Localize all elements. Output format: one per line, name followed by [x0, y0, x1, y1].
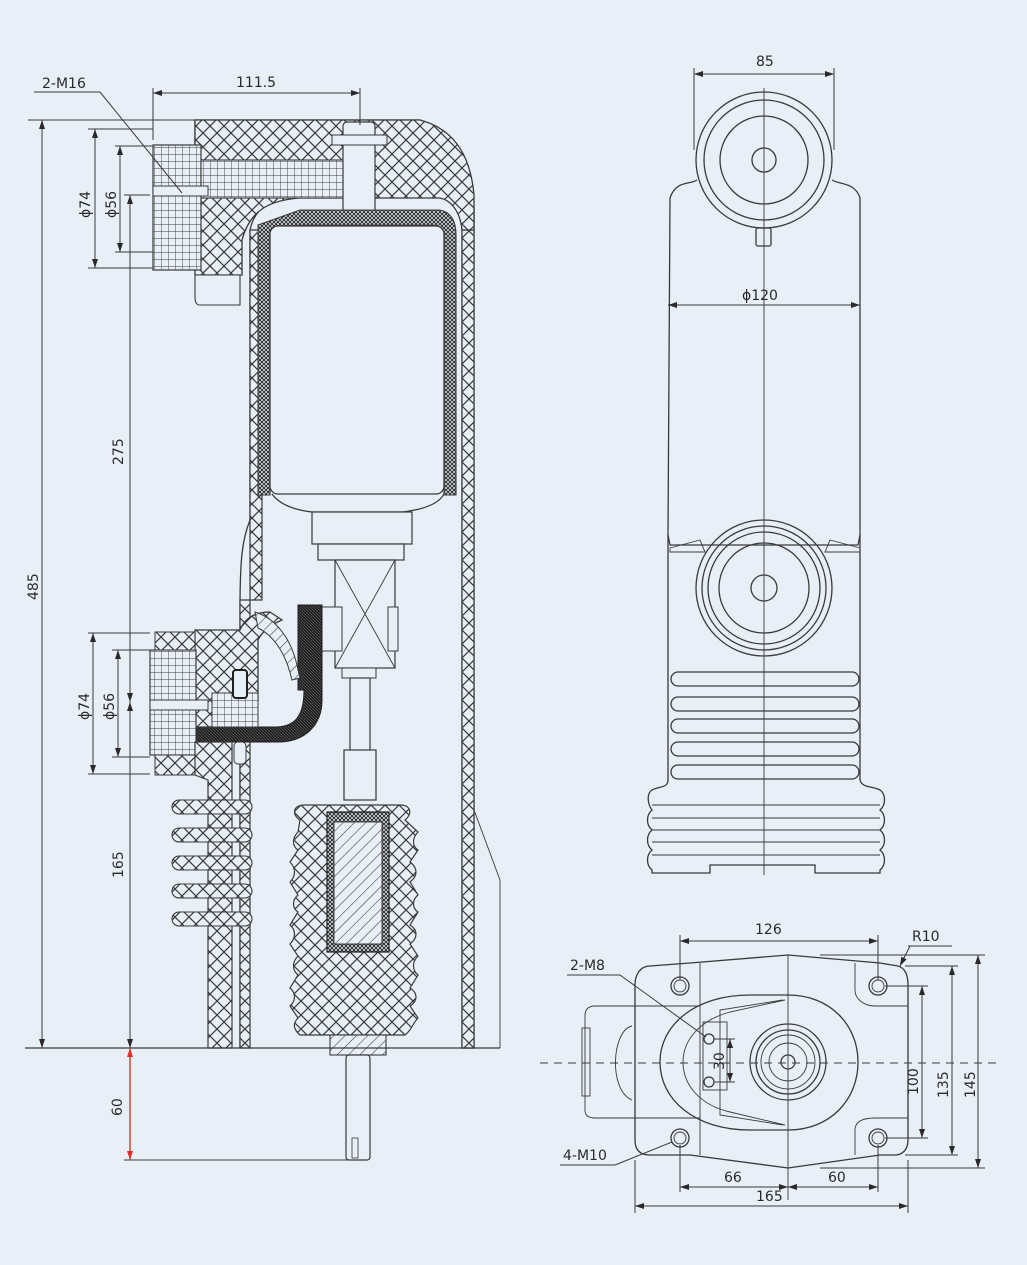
dimension-100: 100	[885, 985, 928, 1139]
label-dia56-mid: ϕ56	[102, 693, 118, 720]
dimension-111-5: 111.5	[152, 75, 361, 140]
dimension-dia-mid: ϕ74 ϕ56	[77, 632, 150, 775]
label-165: 165	[111, 851, 127, 878]
bottom-view: 126 R10 2-M8 30 4-M10 100	[540, 922, 1000, 1213]
dimension-485: 485	[26, 119, 260, 1048]
dimension-dia-top: ϕ74 ϕ56	[78, 128, 153, 269]
dimension-165-bottom: 165	[634, 1160, 909, 1213]
label-485: 485	[26, 573, 42, 600]
label-r10: R10	[912, 929, 940, 945]
dimension-66-60: 66 60	[679, 1145, 879, 1192]
middle-stud	[232, 669, 248, 699]
front-base	[646, 779, 886, 874]
label-2-m16: 2-M16	[42, 76, 86, 92]
label-dia74-mid: ϕ74	[77, 693, 93, 720]
label-dia120: ϕ120	[742, 288, 778, 304]
front-fins	[670, 671, 860, 780]
cam-plate	[659, 994, 859, 1131]
callout-2-m8: 2-M8	[567, 958, 707, 1038]
vacuum-interrupter	[269, 225, 445, 495]
label-30: 30	[712, 1052, 728, 1070]
dimension-275-165: 275 165	[111, 194, 150, 1048]
m8-hole	[703, 1076, 715, 1088]
callout-r10: R10	[899, 929, 952, 967]
dimension-85: 85	[693, 54, 835, 150]
bottom-flange-outline	[634, 954, 909, 1169]
label-145: 145	[963, 1071, 979, 1098]
label-165-bottom: 165	[756, 1189, 783, 1205]
label-85: 85	[756, 54, 774, 70]
callout-2-m16: 2-M16	[34, 76, 183, 194]
dimension-126: 126	[679, 922, 879, 980]
side-section-view: 2-M16 111.5 485 275 165 ϕ74	[25, 75, 501, 1161]
label-135: 135	[936, 1071, 952, 1098]
front-view: 85 ϕ120	[646, 54, 886, 875]
label-100: 100	[906, 1068, 922, 1095]
dimension-dia120: ϕ120	[668, 288, 860, 308]
label-dia74-top: ϕ74	[78, 191, 94, 218]
dimension-60-stroke: 60	[110, 1048, 350, 1161]
dimension-135: 135	[905, 965, 958, 1156]
label-60: 60	[110, 1098, 126, 1116]
label-66: 66	[724, 1170, 742, 1186]
callout-4-m10: 4-M10	[560, 1141, 673, 1166]
dimension-145: 145	[820, 954, 985, 1169]
m8-hole	[703, 1033, 715, 1045]
label-dia56-top: ϕ56	[104, 191, 120, 218]
label-275: 275	[111, 438, 127, 465]
drive-shaft	[345, 1054, 371, 1161]
label-2-m8: 2-M8	[570, 958, 605, 974]
label-111-5: 111.5	[236, 75, 276, 91]
dimension-30: 30	[712, 1038, 735, 1083]
label-126: 126	[755, 922, 782, 938]
label-60-right: 60	[828, 1170, 846, 1186]
lower-stem-fins	[171, 799, 253, 927]
top-terminal-block	[152, 144, 202, 271]
label-4-m10: 4-M10	[563, 1148, 607, 1164]
